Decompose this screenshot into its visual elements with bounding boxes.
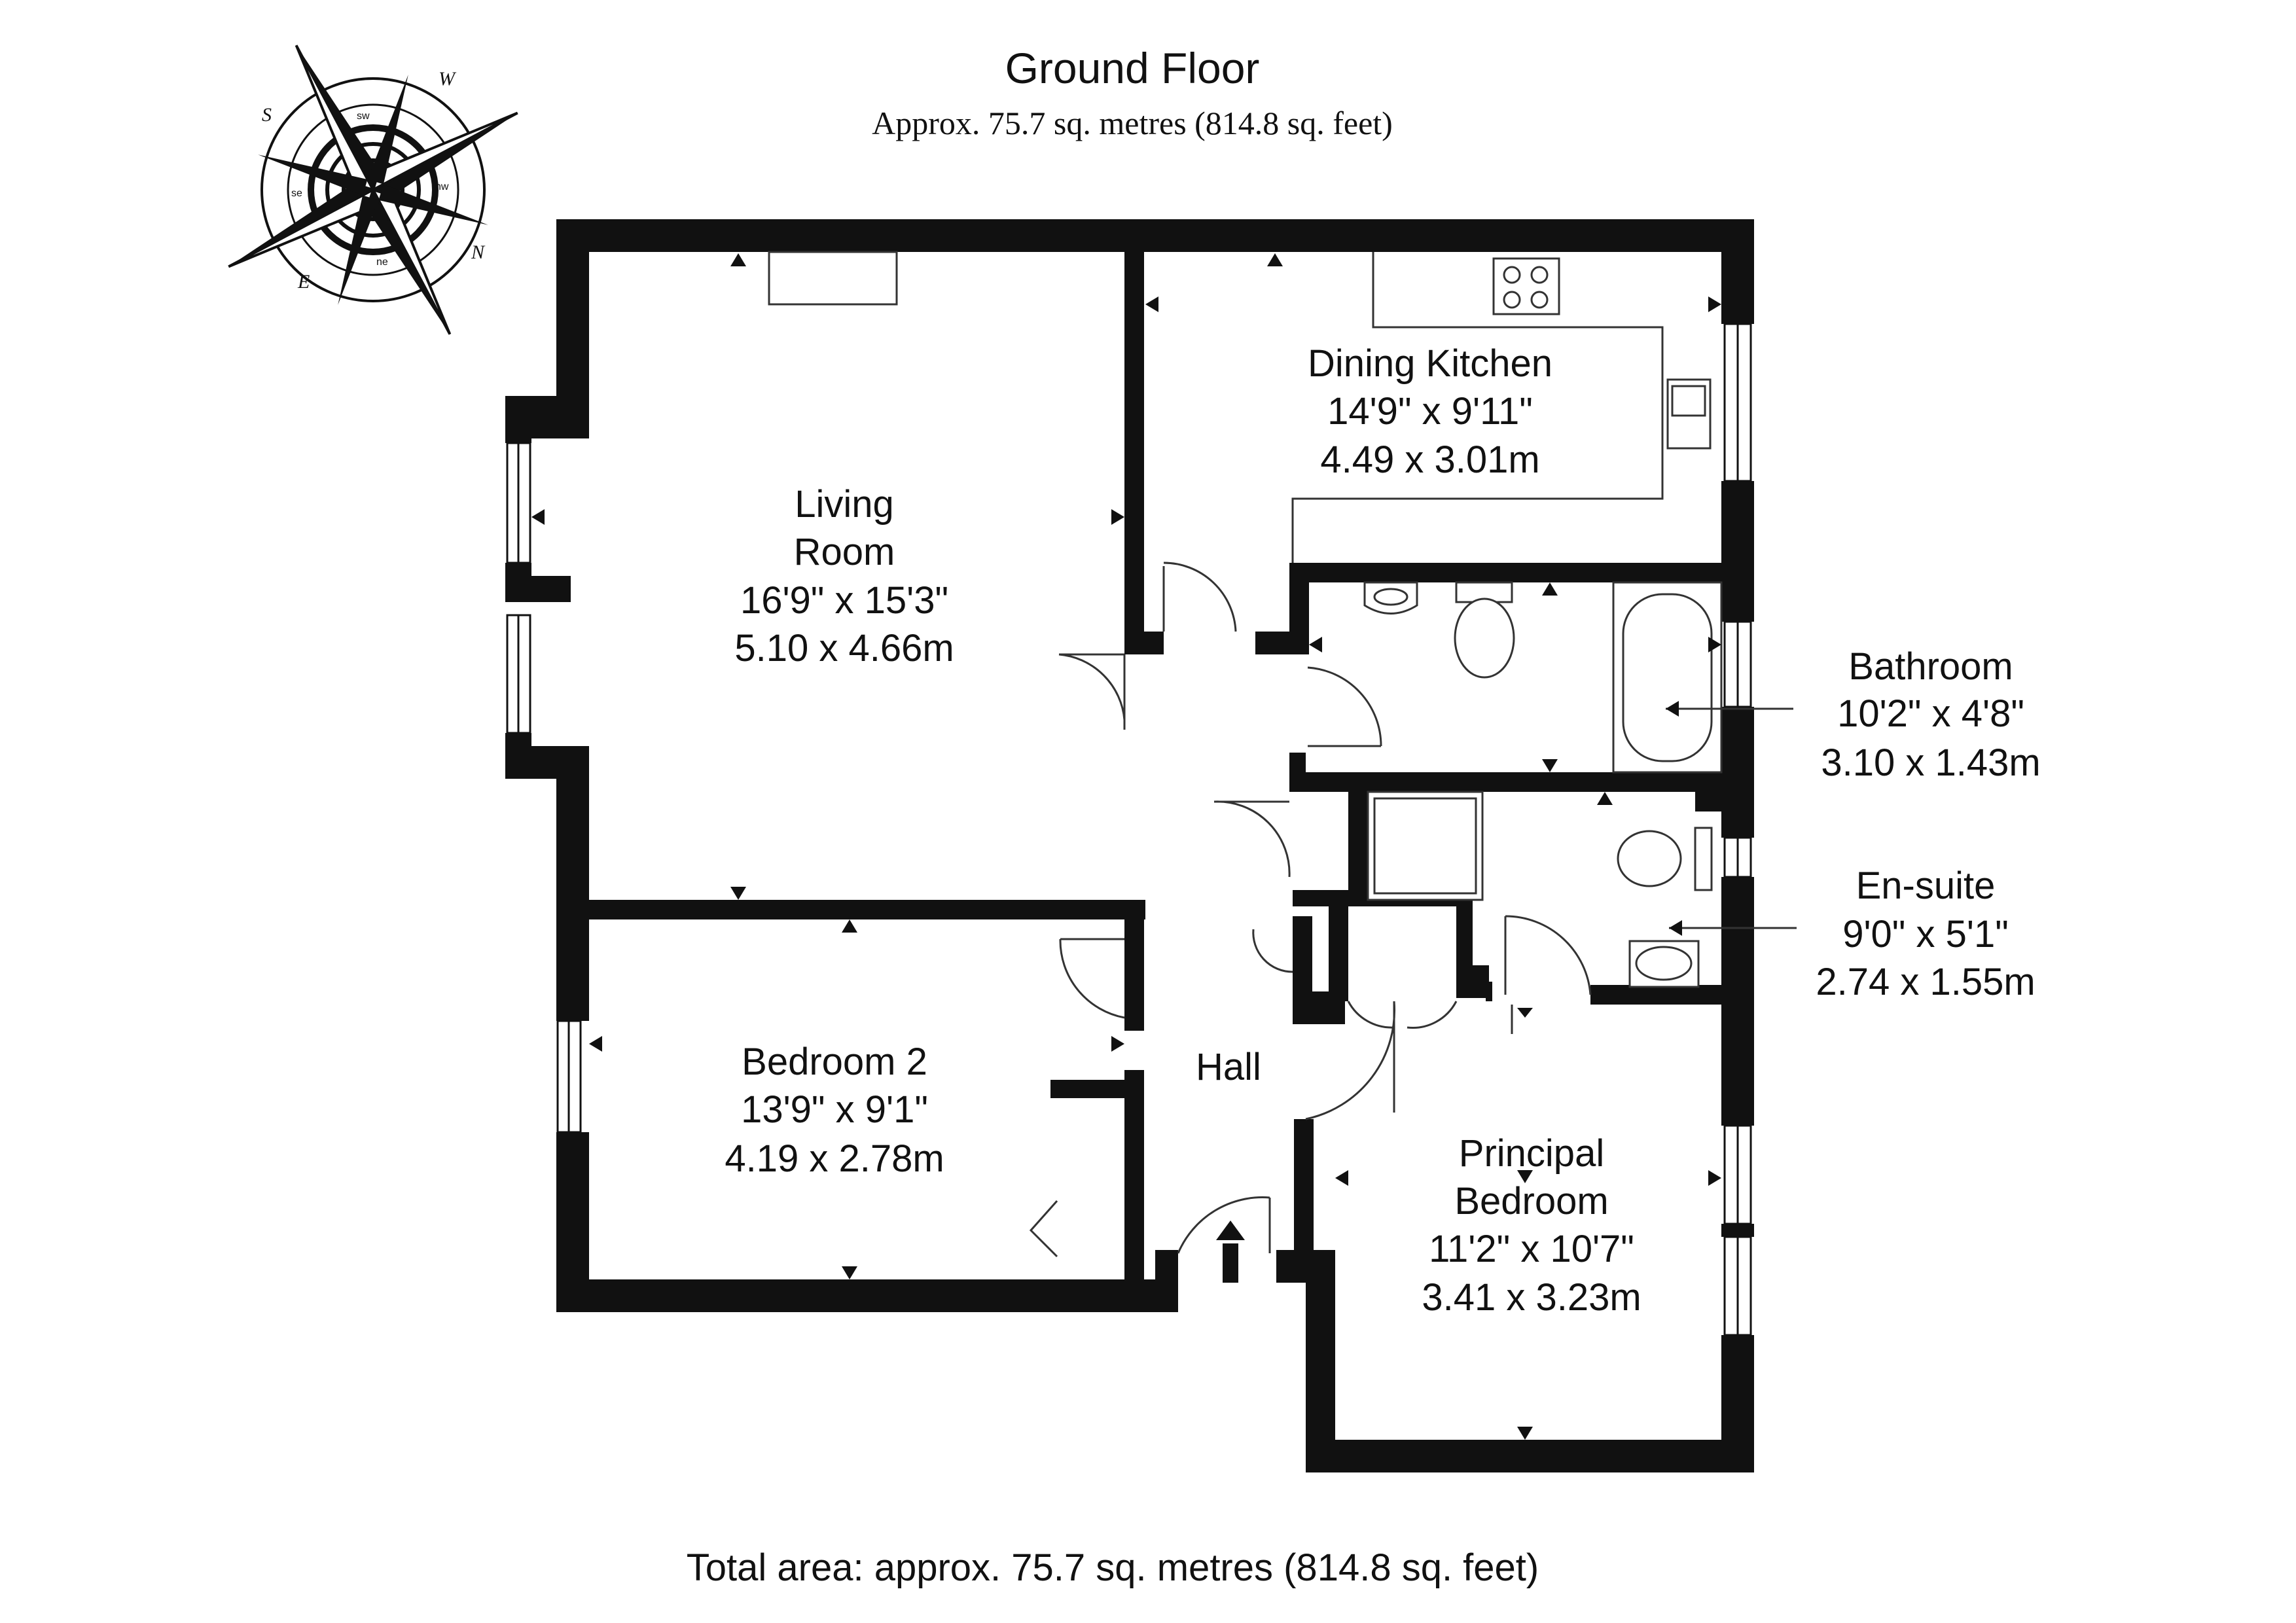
door-kitchen [1163,562,1237,632]
door-bathroom [1307,666,1382,747]
door-front [1177,1196,1270,1254]
bedroom2-name: Bedroom 2 [742,1041,927,1083]
door-wardrobe [1029,1200,1058,1258]
door-ensuite [1505,915,1592,995]
living-room-metric: 5.10 x 4.66m [734,627,954,669]
ensuite-name: En-suite [1856,865,1996,907]
principal-name-1: Principal [1459,1132,1604,1175]
door-small-cupboard [1252,929,1293,973]
compass-rose-icon: W N E S sw nw ne se [228,45,518,335]
windows [506,323,1752,1336]
fixtures [768,251,1723,1034]
hall-name: Hall [1196,1046,1261,1088]
kitchen-counter [1291,252,1664,563]
bedroom2-imperial: 13'9" x 9'1" [741,1088,928,1131]
bathroom-imperial: 10'2" x 4'8" [1837,692,2024,735]
exterior-walls [505,219,1754,1472]
principal-name-2: Bedroom [1454,1180,1608,1222]
compass-ring-sw: sw [357,111,370,122]
principal-imperial: 11'2" x 10'7" [1429,1228,1634,1270]
door-bedroom2 [1059,938,1125,1019]
compass-point-s: S [262,104,272,126]
bathroom-name: Bathroom [1848,645,2013,688]
entrance-arrow-icon [1216,1221,1245,1283]
compass-point-e: E [297,271,310,293]
ensuite-metric: 2.74 x 1.55m [1816,961,2035,1003]
compass-ring-nw: nw [435,181,449,192]
compass-ring-ne: ne [376,257,388,268]
compass-ring-se: se [291,188,302,199]
kitchen-imperial: 14'9" x 9'11" [1327,390,1533,433]
bathroom-metric: 3.10 x 1.43m [1821,741,2040,784]
door-double-cupboard [1347,1001,1458,1029]
doors [1029,562,1592,1258]
dimension-arrows [531,253,1797,1440]
toilet-icon [1454,597,1515,679]
living-room-imperial: 16'9" x 15'3" [740,579,948,622]
total-area: Total area: approx. 75.7 sq. metres (814… [687,1546,1539,1589]
ensuite-imperial: 9'0" x 5'1" [1842,913,2009,955]
compass-point-n: N [471,241,486,263]
hob-icon [1492,257,1560,315]
principal-metric: 3.41 x 3.23m [1422,1276,1641,1319]
room-labels: Living Room 16'9" x 15'3" 5.10 x 4.66m D… [725,342,2040,1319]
door-living [1058,653,1126,721]
kitchen-name: Dining Kitchen [1308,342,1552,385]
compass-point-w: W [439,68,457,90]
fireplace [768,251,898,306]
living-room-name-2: Room [794,531,895,573]
interior-walls [586,249,1741,1286]
plan-title: Ground Floor [1005,44,1260,92]
door-hall-cupboard [1213,800,1291,878]
living-room-name-1: Living [795,483,894,526]
ensuite-toilet-icon [1617,830,1682,887]
bedroom2-metric: 4.19 x 2.78m [725,1137,944,1180]
kitchen-metric: 4.49 x 3.01m [1320,438,1539,481]
plan-subtitle: Approx. 75.7 sq. metres (814.8 sq. feet) [872,105,1393,141]
